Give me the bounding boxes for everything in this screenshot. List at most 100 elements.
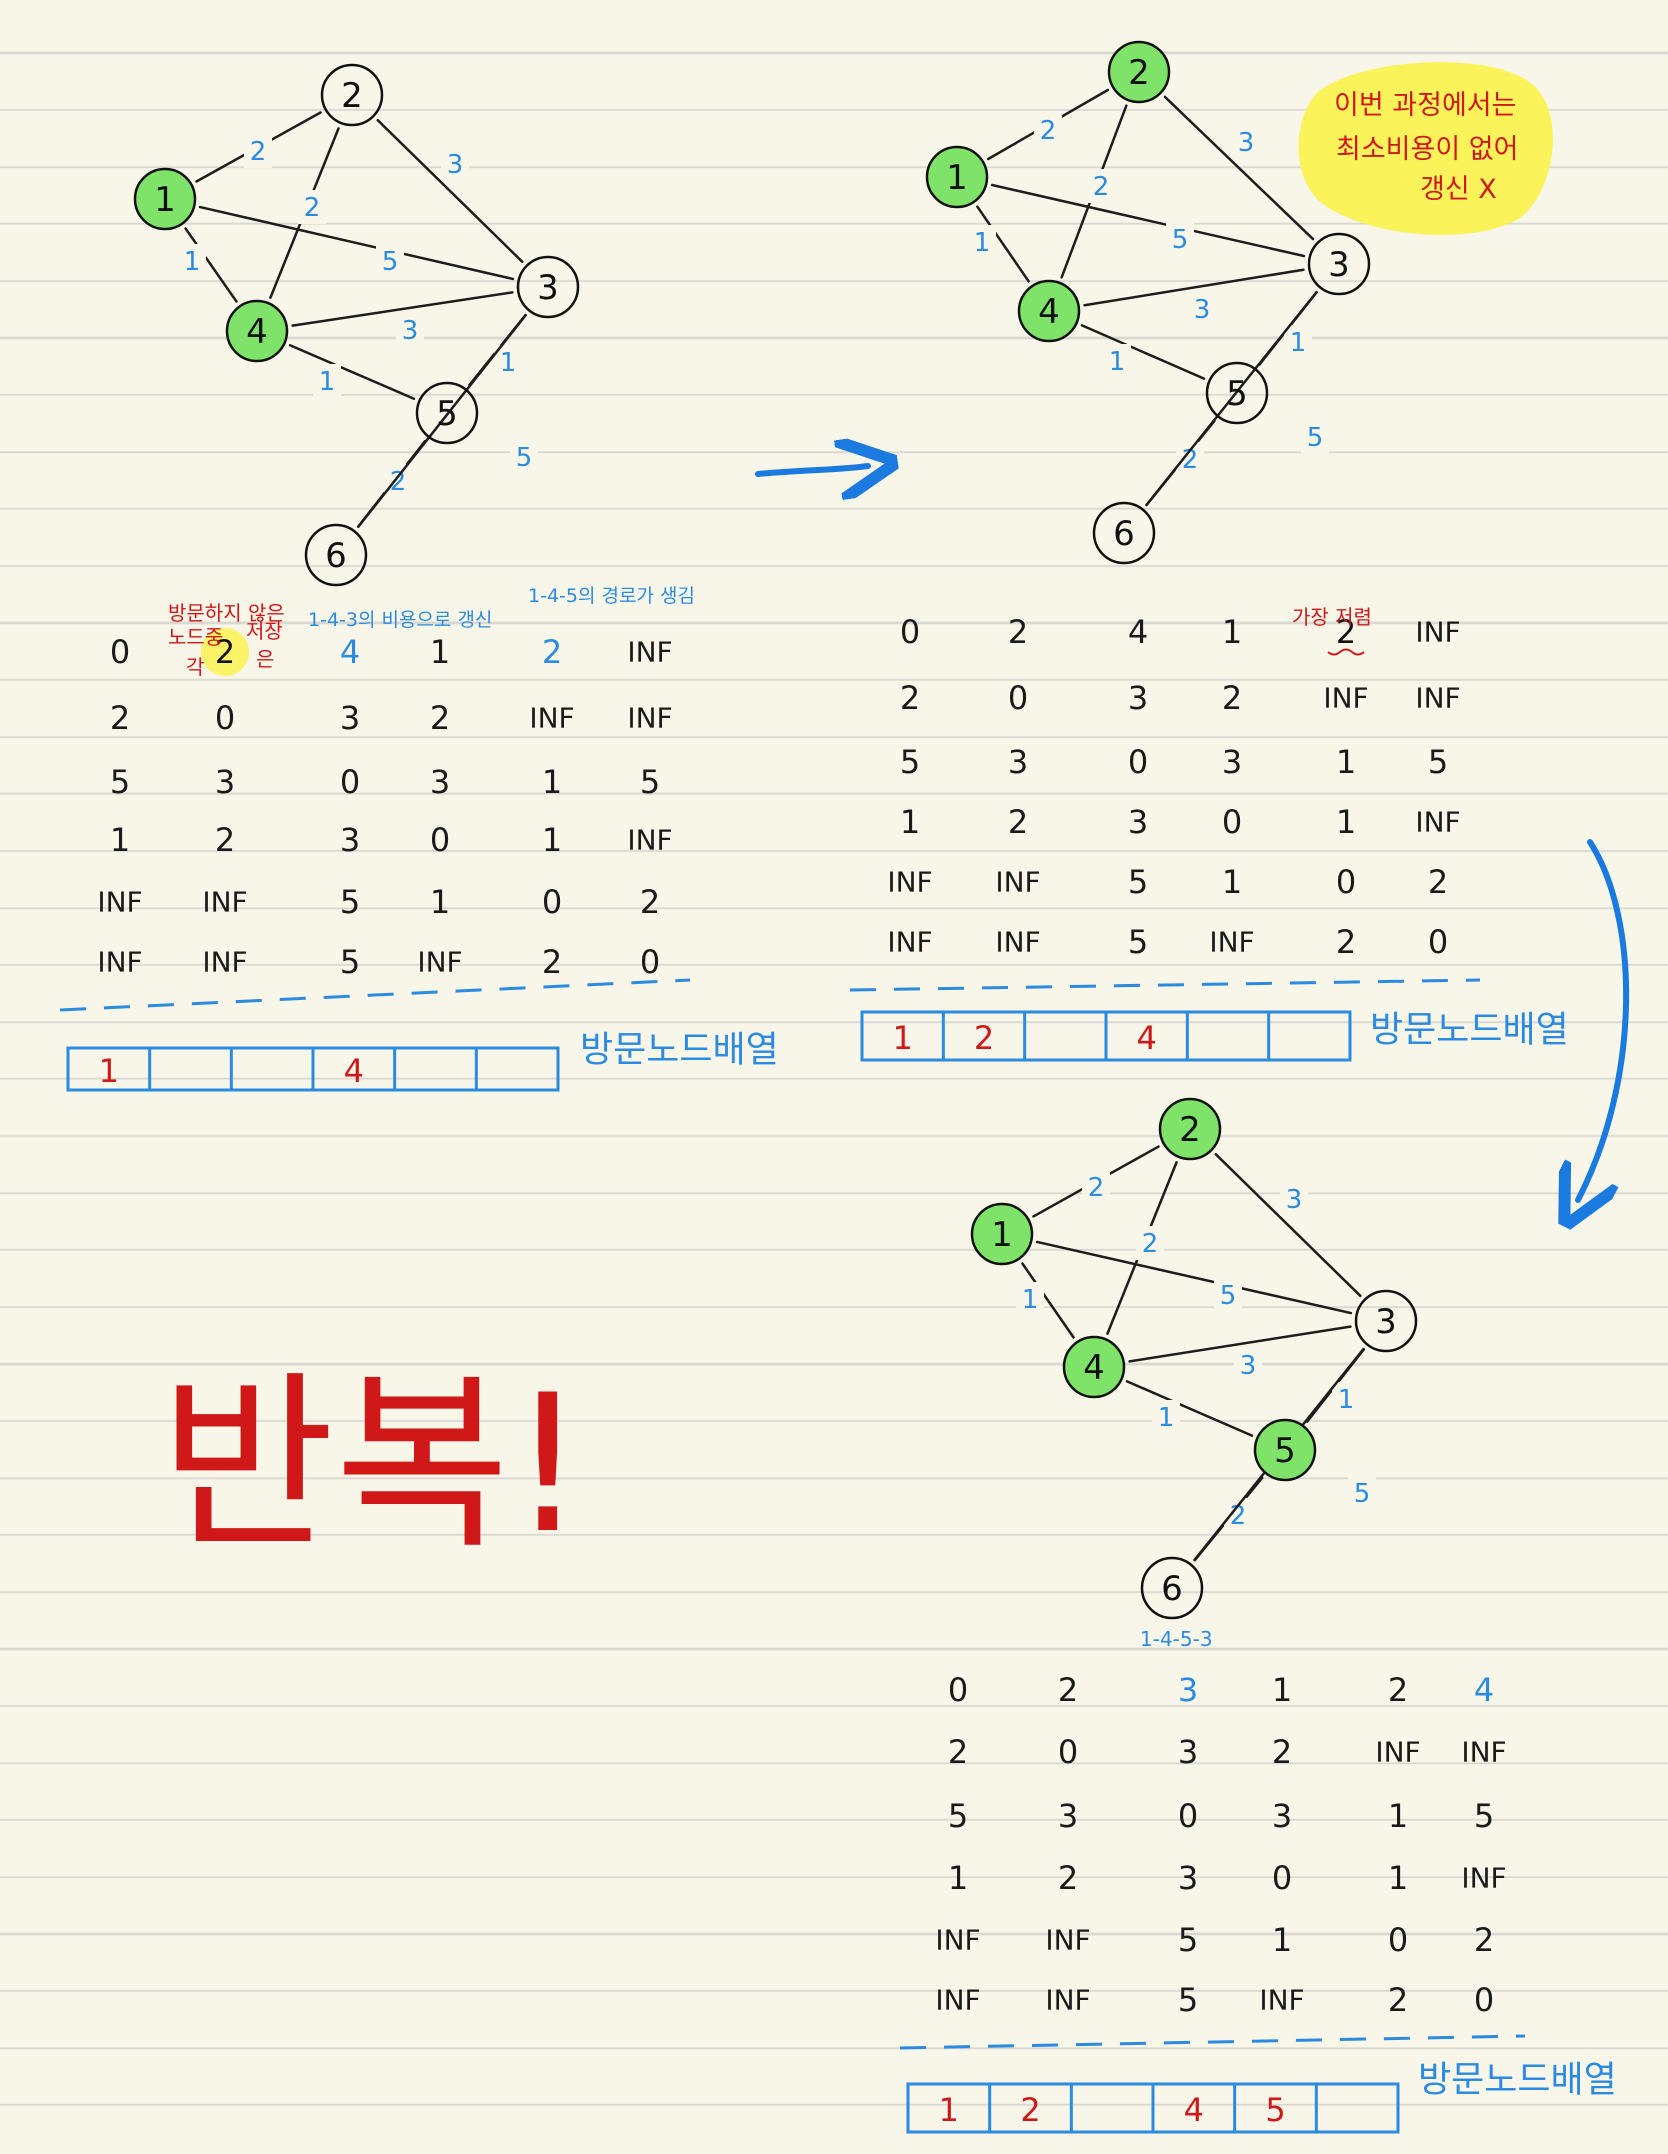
table-cell-r4-c4: 0	[1388, 1921, 1408, 1959]
arrow-right	[755, 466, 868, 474]
table-cell-r0-c2: 4	[1128, 613, 1148, 651]
table-cell-r3-c0: 1	[900, 803, 920, 841]
node-label-5: 5	[436, 394, 458, 434]
table-cell-r0-c2: 4	[340, 633, 360, 671]
node-label-3: 3	[1328, 245, 1350, 285]
node-3	[1307, 232, 1371, 296]
table-cell-r5-c3: INF	[1209, 926, 1254, 959]
node-label-6: 6	[325, 536, 347, 576]
table-cell-r1-c4: INF	[529, 702, 574, 735]
node-5	[1253, 1418, 1317, 1482]
visited-array-1: 1 4 방문노드배열	[66, 1030, 779, 1092]
table-cell-r2-c1: 3	[215, 763, 235, 801]
node-2	[1107, 40, 1171, 104]
table-cell-r0-c2: 3	[1178, 1671, 1198, 1709]
weight-bg-2-3	[441, 147, 469, 181]
repeat-text: 반복!	[160, 1354, 586, 1575]
visited-array-cell-0: 1	[99, 1052, 119, 1090]
table-cell-r4-c0: INF	[97, 886, 142, 919]
edge-weight-5-3: 1	[1338, 1385, 1355, 1415]
table-cell-r4-c2: 5	[1128, 863, 1148, 901]
table-cell-r1-c0: 2	[900, 679, 920, 717]
table-cell-r3-c2: 3	[340, 821, 360, 859]
edge-4-3	[291, 291, 514, 327]
table-cell-r2-c2: 0	[1128, 743, 1148, 781]
table-cell-r3-c4: 1	[1336, 803, 1356, 841]
edge-weight-5-6: 2	[390, 467, 407, 497]
weight-bg-6-3	[1348, 1476, 1376, 1510]
sticky-note-line-1: 이번 과정에서는	[1334, 90, 1516, 121]
table-cell-r5-c1: INF	[995, 926, 1040, 959]
table-cell-r5-c3: INF	[417, 946, 462, 979]
edge-weight-5-3: 1	[500, 348, 517, 378]
edge-1-3	[198, 205, 515, 281]
table-cell-r0-c4: 2	[1336, 613, 1356, 651]
table-cell-r4-c4: 0	[542, 883, 562, 921]
table-cell-r1-c0: 2	[948, 1733, 968, 1771]
table-cell-r5-c4: 2	[1336, 923, 1356, 961]
table-cell-r2-c0: 5	[900, 743, 920, 781]
table-cell-r5-c0: INF	[97, 946, 142, 979]
edge-1-4	[1021, 1262, 1075, 1339]
visited-array-label: 방문노드배열	[580, 1030, 779, 1071]
weight-bg-1-4	[1016, 1282, 1044, 1316]
table-cell-r1-c3: 2	[1222, 679, 1242, 717]
node-label-2: 2	[1179, 1110, 1201, 1150]
weight-bg-1-4	[178, 244, 206, 278]
table-cell-r1-c5: INF	[627, 702, 672, 735]
edge-weight-6-3: 5	[1354, 1479, 1371, 1509]
edge-weight-4-3: 3	[1194, 295, 1211, 325]
node-3	[1354, 1289, 1418, 1353]
visited-array-cell-3: 4	[344, 1052, 364, 1090]
table-cell-r3-c3: 0	[1222, 803, 1242, 841]
weight-bg-4-5	[1103, 344, 1131, 378]
visited-array-cell-4: 5	[1265, 2091, 1285, 2129]
table-cell-r1-c2: 3	[1178, 1733, 1198, 1771]
note-path-1453: 1-4-5-3	[1140, 1627, 1213, 1651]
node-3	[516, 255, 580, 319]
table-cell-r1-c0: 2	[110, 699, 130, 737]
table-cell-r0-c0: 0	[948, 1671, 968, 1709]
node-label-2: 2	[1128, 53, 1150, 93]
node-5	[415, 381, 479, 445]
edge-weight-4-3: 3	[402, 316, 419, 346]
edge-weight-1-3: 5	[1172, 225, 1189, 255]
node-1	[925, 145, 989, 209]
table-cell-r2-c3: 3	[1272, 1797, 1292, 1835]
weight-bg-4-3	[1234, 1348, 1262, 1382]
table-cell-r5-c4: 2	[542, 943, 562, 981]
node-label-3: 3	[537, 268, 559, 308]
table-cell-r1-c2: 3	[340, 699, 360, 737]
visited-array-cell-1: 2	[1020, 2091, 1040, 2129]
table-cell-r2-c2: 0	[1178, 1797, 1198, 1835]
table-cell-r4-c5: 2	[640, 883, 660, 921]
dashed-separator	[899, 2034, 1526, 2050]
table-cell-r5-c5: 0	[1474, 1981, 1494, 2019]
edge-weight-1-4: 1	[974, 228, 991, 258]
table-cell-r1-c3: 2	[430, 699, 450, 737]
table-cell-r3-c0: 1	[110, 821, 130, 859]
edge-weight-2-3: 3	[447, 150, 464, 180]
weight-bg-1-2	[1034, 113, 1062, 147]
table-cell-r0-c5: INF	[627, 636, 672, 669]
node-label-4: 4	[1083, 1348, 1105, 1388]
weight-bg-1-4	[968, 225, 996, 259]
sticky-note-line-3: 갱신 X	[1420, 174, 1497, 205]
table-cell-r4-c5: 2	[1428, 863, 1448, 901]
weight-bg-2-4	[1087, 169, 1115, 203]
visited-array-cell-3: 4	[1184, 2091, 1204, 2129]
edge-2-3	[1214, 1152, 1362, 1298]
weight-bg-1-3	[1214, 1278, 1242, 1312]
edge-weight-1-2: 2	[250, 137, 267, 167]
node-2	[1158, 1097, 1222, 1161]
weight-bg-6-3	[1301, 420, 1329, 454]
weight-bg-5-6	[1176, 442, 1204, 476]
table-cell-r4-c0: INF	[887, 866, 932, 899]
